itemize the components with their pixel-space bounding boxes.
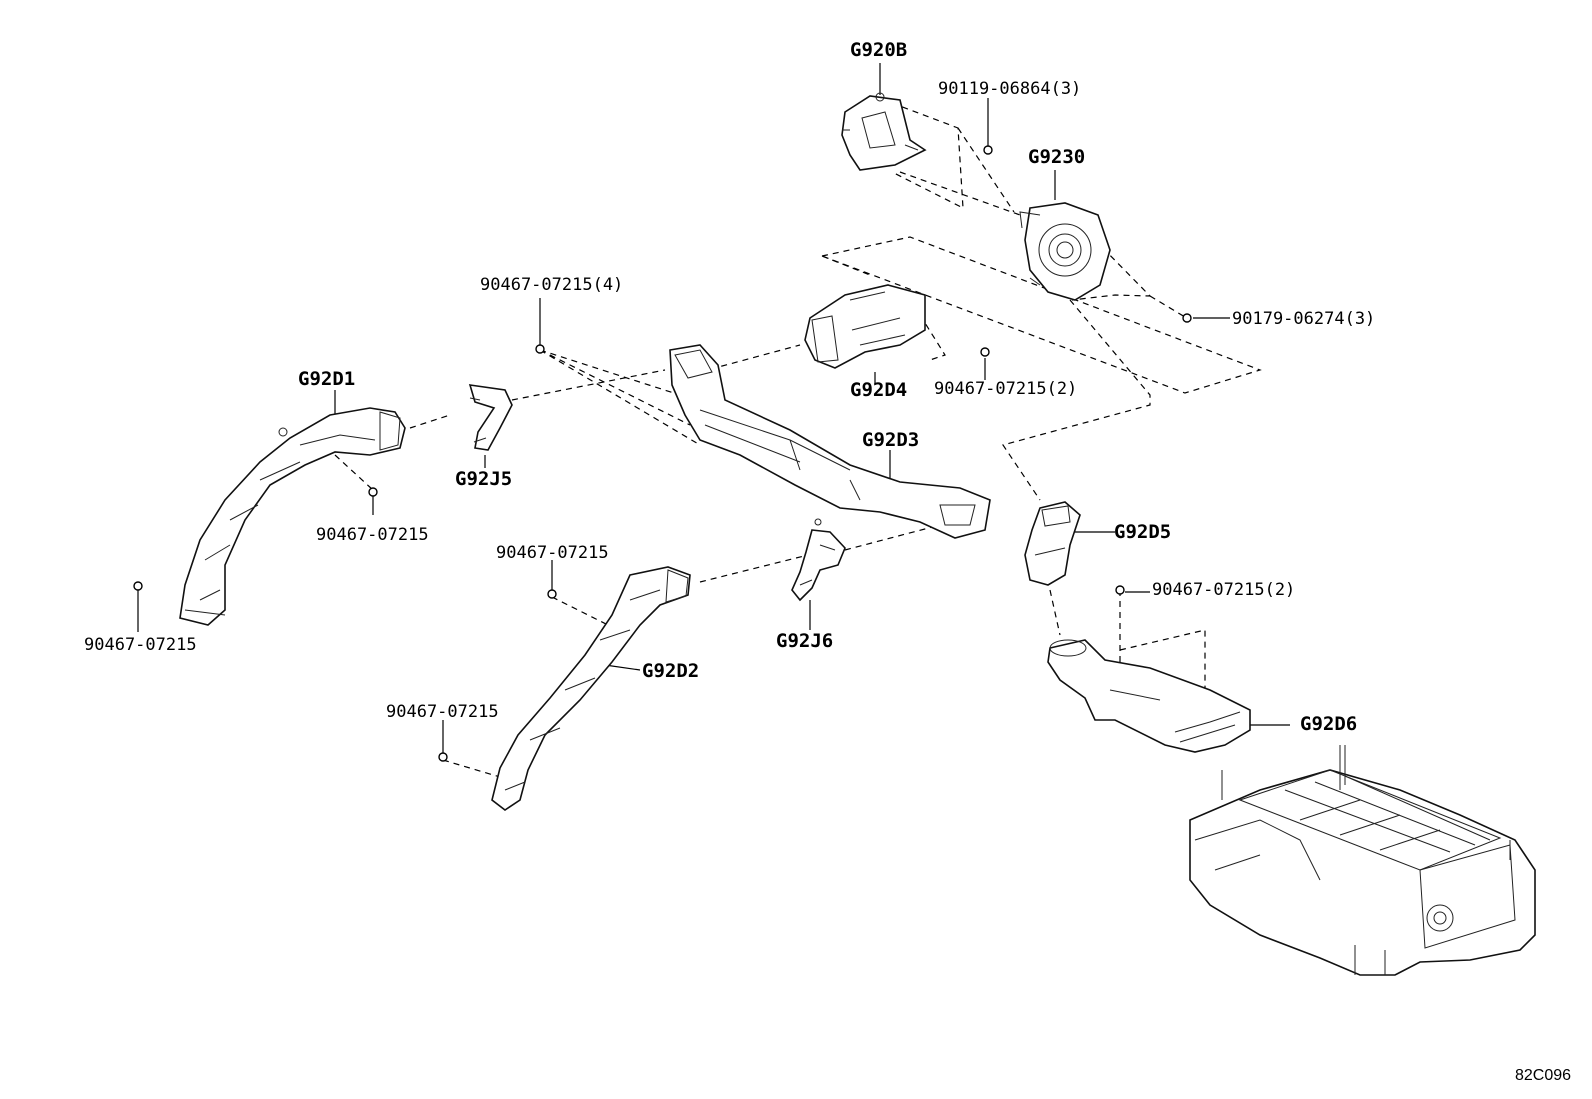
label-fastener-90467-2b: 90467-07215(2) xyxy=(1152,580,1295,600)
label-g92d1: G92D1 xyxy=(298,368,355,390)
g92d4-duct xyxy=(804,284,926,369)
label-fastener-90467-a: 90467-07215 xyxy=(316,525,429,545)
label-g92d3: G92D3 xyxy=(862,429,919,451)
g9230-blower xyxy=(1019,202,1111,301)
label-g92d5: G92D5 xyxy=(1114,521,1171,543)
g92j6-bracket xyxy=(791,518,846,602)
label-g92d6: G92D6 xyxy=(1300,713,1357,735)
diagram-id: 82C096 xyxy=(1515,1067,1571,1084)
part-labels: G920B G9230 G92D1 G92D4 G92D3 G92J5 G92D… xyxy=(298,39,1357,735)
g92d3-duct xyxy=(669,344,991,539)
label-g92d4: G92D4 xyxy=(850,379,907,401)
label-g92j6: G92J6 xyxy=(776,630,833,652)
label-fastener-90179: 90179-06274(3) xyxy=(1232,309,1375,329)
label-fastener-90119: 90119-06864(3) xyxy=(938,79,1081,99)
label-fastener-90467-c: 90467-07215 xyxy=(496,543,609,563)
label-g92j5: G92J5 xyxy=(455,468,512,490)
fastener-bolts xyxy=(133,145,1192,762)
label-fastener-90467-2a: 90467-07215(2) xyxy=(934,379,1077,399)
label-g9230: G9230 xyxy=(1028,146,1085,168)
label-g920b: G920B xyxy=(850,39,907,61)
g92d5-duct xyxy=(1024,501,1081,586)
g920b-bracket xyxy=(841,92,927,171)
g92d1-duct xyxy=(179,407,406,626)
fastener-labels: 90119-06864(3) 90179-06274(3) 90467-0721… xyxy=(84,79,1375,722)
g92d2-duct xyxy=(491,566,691,811)
g92d6-duct xyxy=(1047,639,1251,753)
label-fastener-90467-d: 90467-07215 xyxy=(386,702,499,722)
label-g92d2: G92D2 xyxy=(642,660,699,682)
g92j5-bracket xyxy=(468,384,513,451)
label-fastener-90467-4: 90467-07215(4) xyxy=(480,275,623,295)
battery-assembly xyxy=(1189,745,1536,976)
leader-lines xyxy=(137,63,1290,755)
label-fastener-90467-b: 90467-07215 xyxy=(84,635,197,655)
